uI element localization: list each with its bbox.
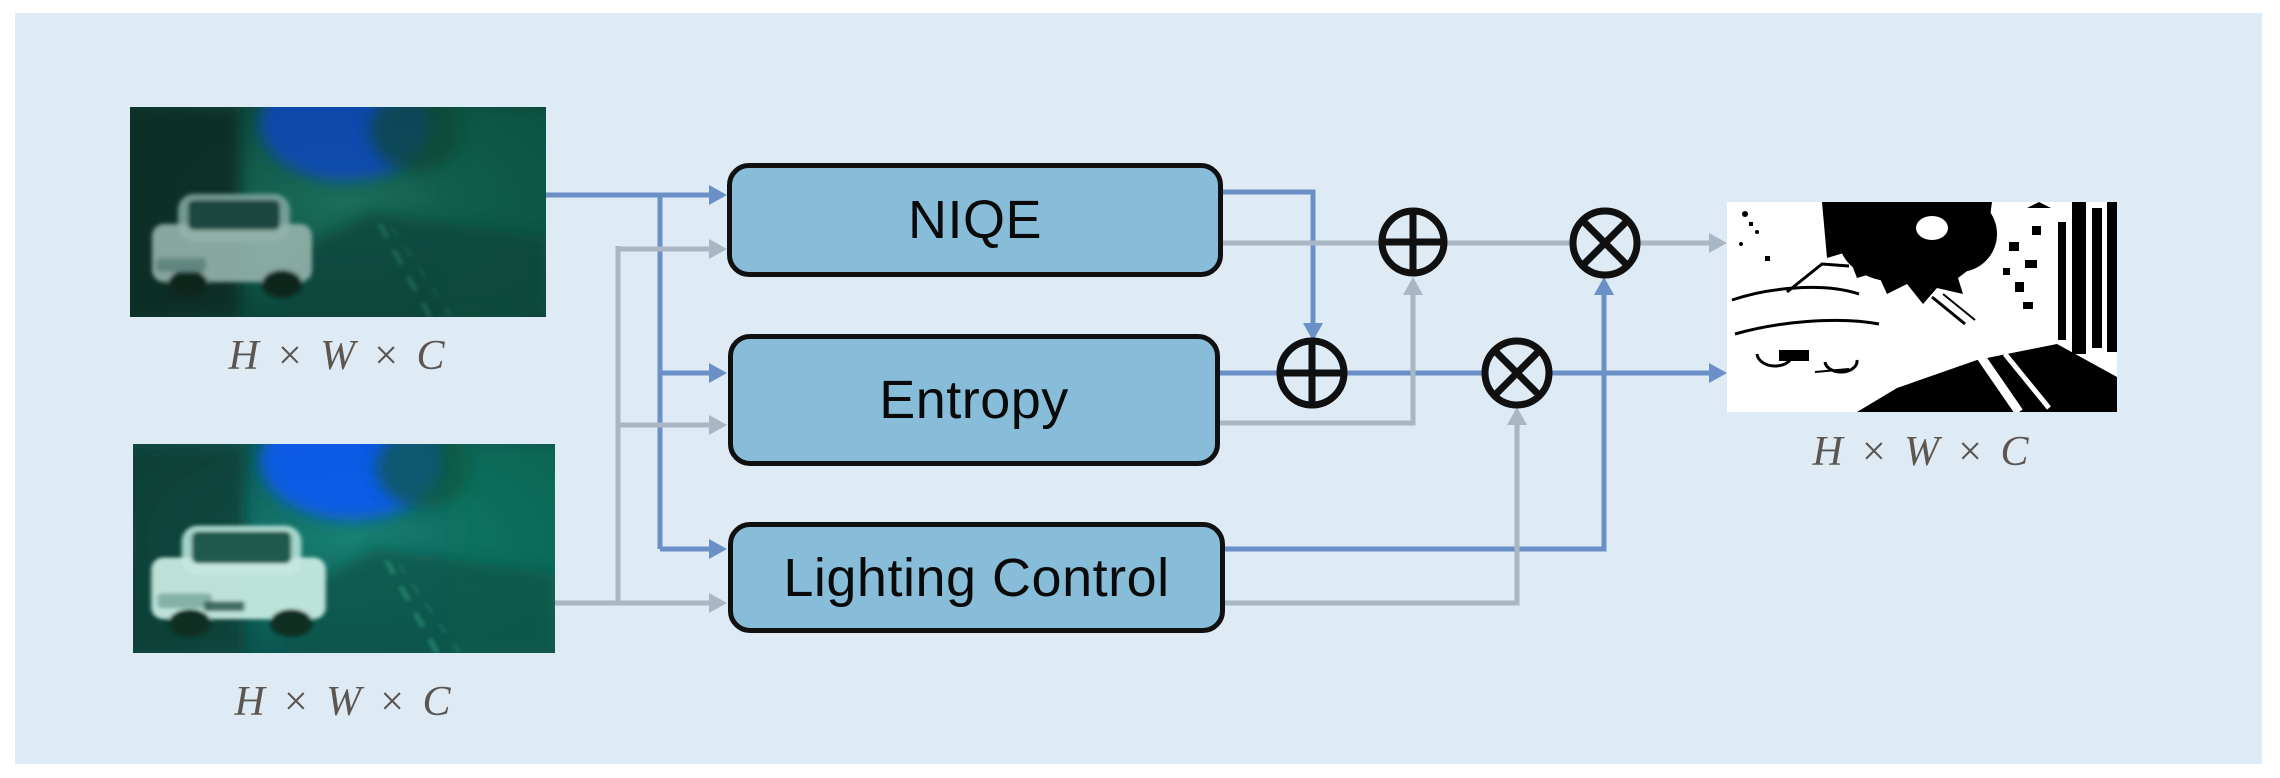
output-dim-label: H × W × C xyxy=(1812,429,2032,475)
input-image-top xyxy=(130,107,546,317)
binary-black-regions xyxy=(1739,202,2117,412)
input-top-dim-label: H × W × C xyxy=(228,333,448,379)
binary-car-outline xyxy=(1731,262,1976,374)
car-silhouette xyxy=(151,525,326,638)
block-entropy: Entropy xyxy=(728,334,1220,466)
block-lighting-control: Lighting Control xyxy=(728,522,1225,633)
binary-threshold-photo xyxy=(1727,202,2117,412)
binary-road-stripes xyxy=(1975,351,2051,412)
input-bottom-dim-label: H × W × C xyxy=(234,679,454,725)
block-entropy-label: Entropy xyxy=(879,370,1069,430)
block-lighting-control-label: Lighting Control xyxy=(783,547,1170,608)
block-niqe: NIQE xyxy=(727,163,1223,277)
input-image-bottom xyxy=(133,444,555,653)
output-image xyxy=(1727,202,2117,412)
car-silhouette xyxy=(152,194,312,298)
foggy-street-photo xyxy=(133,444,555,653)
block-niqe-label: NIQE xyxy=(907,190,1043,250)
foggy-street-photo xyxy=(130,107,546,317)
